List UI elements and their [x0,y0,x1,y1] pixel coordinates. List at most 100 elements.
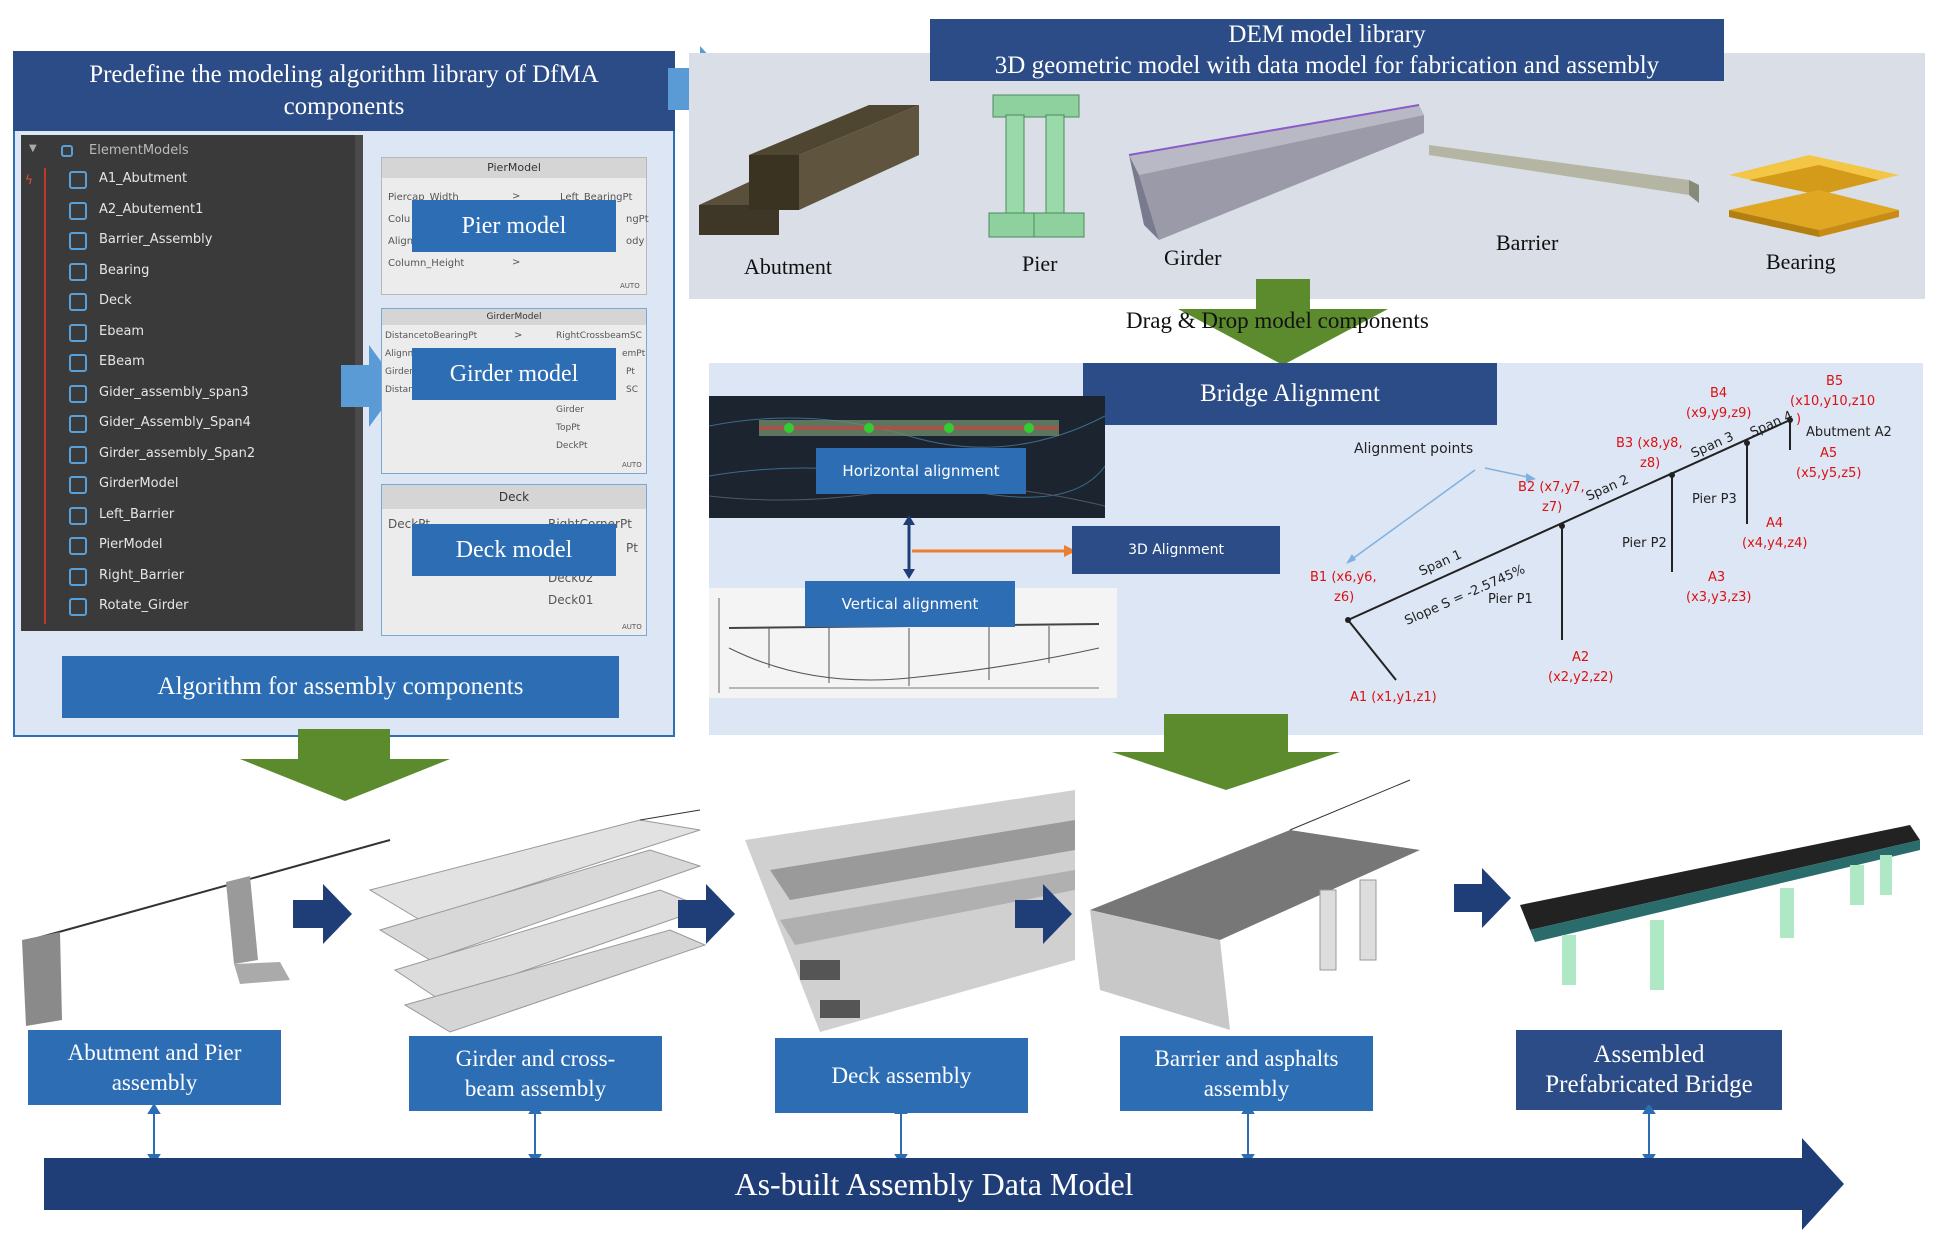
tree-item-icon [69,537,87,555]
girder-node-input[interactable]: DistancetoBearingPt [385,331,478,341]
chevron-right-icon: > [512,257,521,268]
alignment-geometry [1345,417,1793,681]
step-deck: Deck assembly [775,1038,1028,1113]
pier-node-input[interactable]: Colu [388,214,411,225]
tree-expand-icon[interactable]: ▼ [29,143,37,154]
girder-node-output[interactable]: Pt [626,367,635,377]
girder-node-title: GirderModel [382,309,646,325]
pier-node-title: PierModel [382,158,646,178]
girder-node-output[interactable]: emPt [622,349,646,359]
algorithm-library-title: Predefine the modeling algorithm library… [13,51,675,131]
model-library-title-line2: 3D geometric model with data model for f… [994,52,1660,79]
point-a4: A4 [1766,516,1784,531]
point-b2-coords: z7) [1542,500,1563,515]
pier-node-input[interactable]: Column_Height [388,258,465,269]
pier-node-input[interactable]: Align [388,236,414,247]
point-b4: B4 [1710,386,1728,401]
point-a1: A1 (x1,y1,z1) [1350,690,1437,705]
girder-node-input[interactable]: Alignm [385,349,417,359]
tree-item[interactable]: A1_Abutment [99,171,188,186]
tree-item-icon [69,171,87,189]
model-library-title: DEM model library 3D geometric model wit… [930,19,1724,81]
pier-node-output[interactable]: ody [626,236,645,247]
tree-item-icon [69,445,87,464]
point-b5: B5 [1826,374,1844,389]
step-barrier-asphalt-line1: Barrier and asphalts [1154,1045,1339,1071]
assembled-bridge-stage [1520,825,1920,990]
bearing-label: Bearing [1766,249,1836,274]
chevron-right-icon: > [512,191,521,202]
vertical-alignment-profile [709,588,1117,698]
deck-node-footer: AUTO [622,623,642,631]
vertical-alignment-label: Vertical alignment [805,581,1015,627]
pier-p1-label: Pier P1 [1488,592,1533,607]
down-arrow-drag-drop [1178,279,1388,365]
girder-node-input[interactable]: Girder [385,367,413,377]
point-a3-coords: (x3,y3,z3) [1686,590,1752,605]
3d-alignment-label: 3D Alignment [1072,526,1280,574]
girder-node-output[interactable]: Girder [556,405,584,415]
step-arrows [293,868,1511,944]
girder-model [1128,104,1424,240]
girder-node-input[interactable]: Distan [385,385,414,395]
tree-item[interactable]: Rotate_Girder [99,598,189,613]
step-barrier-asphalt-line2: assembly [1203,1075,1290,1101]
alignment-connectors [903,515,1076,579]
down-arrow-right [1112,714,1340,790]
point-b4-coords: (x9,y9,z9) [1686,406,1752,421]
pier-node-output[interactable]: ngPt [626,214,649,225]
girder-label: Girder [1164,245,1222,270]
tree-item[interactable]: PierModel [99,537,163,552]
girder-node-output[interactable]: RightCrossbeamSC [556,331,642,341]
tree-item[interactable]: GirderModel [99,476,179,491]
barrier-label: Barrier [1496,230,1559,255]
tree-item[interactable]: Left_Barrier [99,506,175,522]
tree-item[interactable]: Gider_Assembly_Span4 [99,415,251,430]
girder-crossbeam-stage [368,809,707,1033]
deck-model-label: Deck model [412,524,616,576]
step-girder-crossbeam-line1: Girder and cross- [455,1045,616,1071]
pier-p2-label: Pier P2 [1622,536,1667,551]
tree-item[interactable]: Bearing [99,262,150,278]
step-assembled-bridge-line2: Prefabricated Bridge [1545,1071,1753,1098]
tree-item-icon [69,476,87,494]
point-b5-coords-end: ) [1796,412,1802,427]
tree-item[interactable]: EBeam [99,354,145,369]
point-b3-coords: z8) [1640,456,1661,471]
point-a5-coords: (x5,y5,z5) [1796,466,1862,481]
tree-item[interactable]: A2_Abutement1 [99,201,204,217]
tree-header-label[interactable]: ElementModels [89,143,189,158]
deck-node-output[interactable]: Pt [626,541,638,555]
tree-item-icon [69,567,87,586]
tree-item[interactable]: Barrier_Assembly [99,232,213,247]
point-b3: B3 (x8,y8, [1616,436,1683,451]
tree-item[interactable]: Ebeam [99,323,145,339]
tree-item[interactable]: Gider_assembly_span3 [99,384,249,400]
as-built-data-model-bar [44,1138,1844,1230]
step-assembled-bridge-line1: Assembled [1593,1041,1705,1068]
pier-node-input[interactable]: Piercap_Width [388,192,459,203]
pier-node-output[interactable]: Left_BearingPt [560,192,633,203]
tree-item-icon [69,262,87,281]
pier-model-label: Pier model [412,200,616,252]
deck-node-output[interactable]: Deck01 [548,593,594,607]
abutment-pier-stage [22,839,391,1026]
girder-node-output[interactable]: DeckPt [556,441,588,451]
girder-node-output[interactable]: TopPt [556,423,581,433]
point-b1: B1 (x6,y6, [1310,570,1377,585]
tree-header-icon [61,145,73,157]
tree-item[interactable]: Girder_assembly_Span2 [99,445,256,461]
point-b2: B2 (x7,y7, [1518,480,1585,495]
step-girder-crossbeam: Girder and cross- beam assembly [409,1036,662,1111]
tree-item-icon [69,415,87,433]
pier-p3-label: Pier P3 [1692,492,1737,507]
point-b5-coords: (x10,y10,z10 [1790,394,1876,409]
tree-item[interactable]: Deck [99,293,132,308]
girder-node-output[interactable]: SC [626,385,638,395]
algorithm-library-title-line1: Predefine the modeling algorithm library… [89,61,599,88]
step-assembled-bridge: Assembled Prefabricated Bridge [1516,1030,1782,1110]
point-a2-coords: (x2,y2,z2) [1548,670,1614,685]
tree-item[interactable]: Right_Barrier [99,567,185,583]
assembly-sequence-illustration [22,779,1920,1033]
point-a2: A2 [1572,650,1590,665]
